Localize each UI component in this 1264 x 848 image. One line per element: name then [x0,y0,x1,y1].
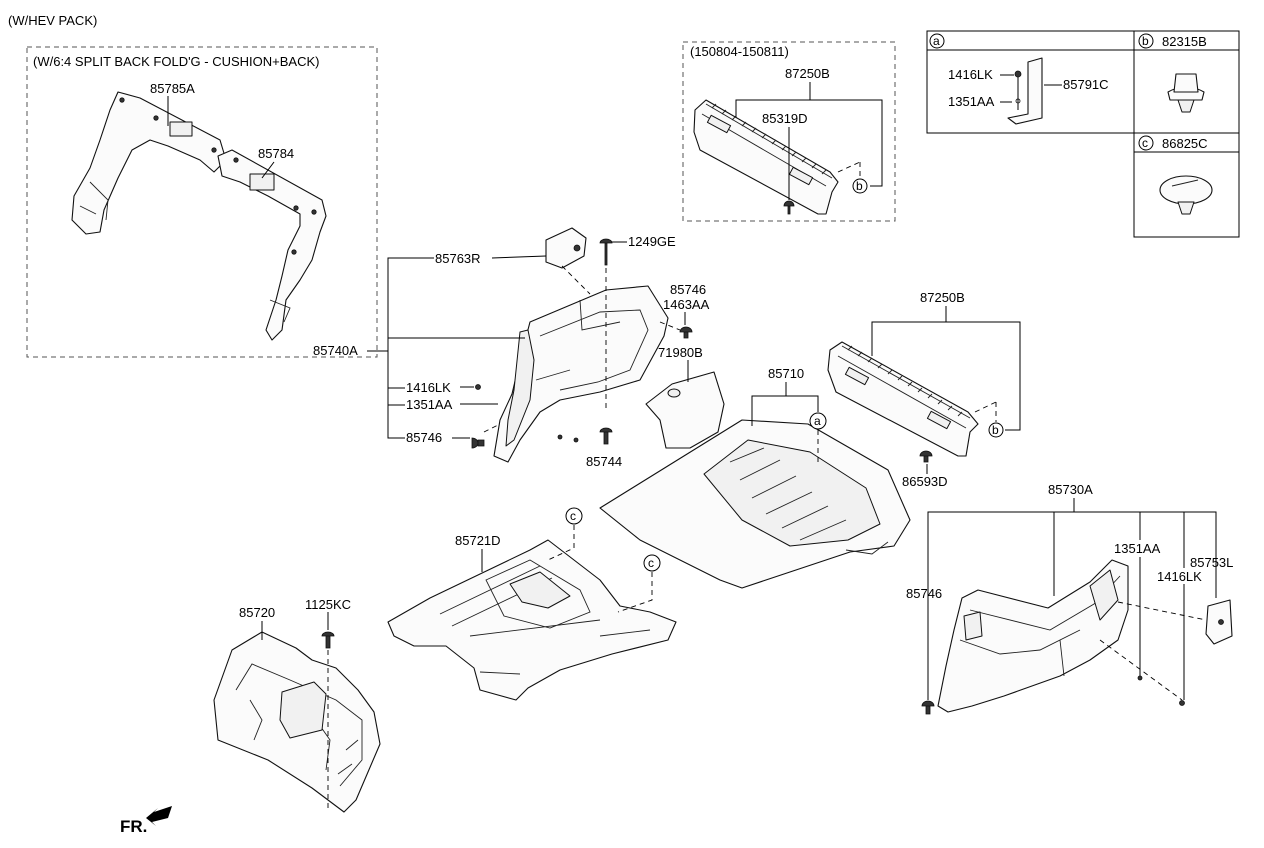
bracket-85791C-icon [1007,57,1043,125]
legend-table [926,30,1240,238]
legend-b-part: 82315B [1162,34,1207,49]
legend-a-85791C: 85791C [1063,77,1109,92]
cover-85763R [545,227,587,269]
label-85753L: 85753L [1190,555,1233,570]
split-back-title: (W/6:4 SPLIT BACK FOLD'G - CUSHION+BACK) [33,54,320,69]
label-85763R: 85763R [435,251,481,266]
label-85746-left: 85746 [406,430,442,445]
callout-c-2 [643,554,661,572]
label-1416LK-right: 1416LK [1157,569,1202,584]
label-85746-top: 85746 [670,282,706,297]
cover-71980B [645,371,725,449]
date-range-title: (150804-150811) [690,44,789,59]
floor-cover-85721D [387,539,677,701]
legend-c-part: 86825C [1162,136,1208,151]
split-back-box [26,46,378,358]
legend-a-letter: a [933,34,940,48]
label-1351AA-left: 1351AA [406,397,453,412]
callout-b-top [852,178,868,194]
legend-a-1351AA: 1351AA [948,94,995,109]
callout-c-1-letter: c [570,509,576,523]
callout-b-right [988,422,1004,438]
floor-panel-85720 [213,631,381,813]
legend-b-letter: b [1142,34,1149,48]
variant-title: (W/HEV PACK) [8,13,97,28]
label-1463AA: 1463AA [663,297,710,312]
label-85744: 85744 [586,454,622,469]
label-86593D: 86593D [902,474,948,489]
label-1416LK-left: 1416LK [406,380,451,395]
label-71980B: 71980B [658,345,703,360]
label-85785A: 85785A [150,81,195,96]
legend-c-letter: c [1142,136,1148,150]
front-direction-label: FR. [120,817,147,836]
label-85721D: 85721D [455,533,501,548]
luggage-side-trim-85730A [937,559,1129,713]
label-85746-right: 85746 [906,586,942,601]
clip-82315B-icon [1167,73,1205,113]
date-range-box [682,41,896,222]
label-87250B-right: 87250B [920,290,965,305]
legend-a-1416LK: 1416LK [948,67,993,82]
scuff-plate-87250B-top [693,99,839,215]
luggage-side-trim-85740A [493,285,669,463]
clip-86825C-icon [1159,175,1213,215]
cover-85753L [1205,599,1233,645]
callout-c-2-letter: c [648,556,654,570]
callout-b-top-letter: b [856,179,863,193]
side-trim-85784 [217,149,327,341]
label-85730A: 85730A [1048,482,1093,497]
label-85740A: 85740A [313,343,358,358]
front-arrow-icon [146,806,172,826]
label-1125KC: 1125KC [305,597,351,612]
label-85784: 85784 [258,146,294,161]
label-1351AA-right: 1351AA [1114,541,1161,556]
callout-c-1 [565,507,583,525]
callout-a [809,412,827,430]
label-85720: 85720 [239,605,275,620]
callout-b-right-letter: b [992,423,999,437]
callout-a-letter: a [814,414,821,428]
label-85319D: 85319D [762,111,808,126]
luggage-mat-85710 [599,419,911,589]
label-85710: 85710 [768,366,804,381]
scuff-plate-87250B-right [827,341,979,457]
label-87250B-top: 87250B [785,66,830,81]
label-1249GE: 1249GE [628,234,676,249]
side-trim-85785A [71,91,227,235]
